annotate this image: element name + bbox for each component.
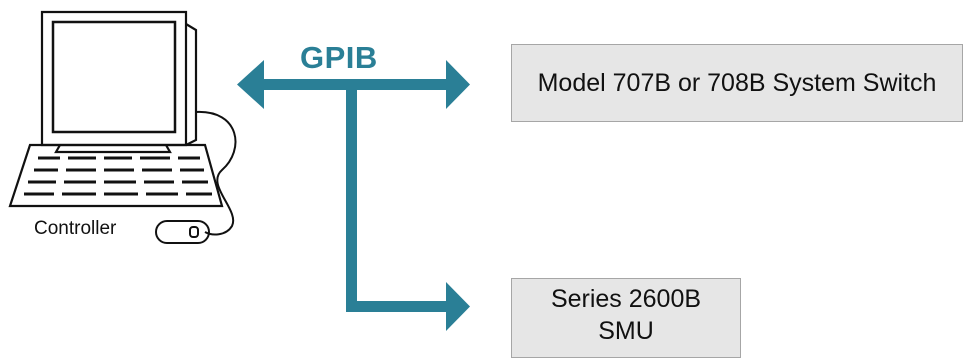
smu-label-line2: SMU <box>598 317 654 345</box>
monitor-base <box>54 144 172 154</box>
monitor-back <box>185 23 198 146</box>
bus-right-arrowhead <box>446 60 470 109</box>
system-switch-box: Model 707B or 708B System Switch <box>511 44 963 122</box>
mouse-body <box>155 220 210 244</box>
bus-branch-arrowhead <box>446 282 470 331</box>
system-switch-label: Model 707B or 708B System Switch <box>537 68 937 97</box>
mouse-button <box>189 226 199 238</box>
keyboard-icon <box>8 143 224 208</box>
bus-vertical-line <box>346 84 357 312</box>
computer-icon <box>40 10 198 154</box>
controller-label: Controller <box>34 218 117 239</box>
mouse-cable <box>195 110 237 236</box>
gpib-bus <box>237 60 470 331</box>
keyboard-keys <box>24 156 212 196</box>
bus-branch-line <box>346 301 446 312</box>
gpib-label: GPIB <box>300 40 378 75</box>
smu-box: Series 2600B SMU <box>511 278 741 358</box>
monitor-screen <box>51 20 177 134</box>
monitor-outer <box>40 10 188 147</box>
bus-left-arrowhead <box>237 60 264 109</box>
smu-label-line1: Series 2600B <box>550 285 702 313</box>
mouse-icon <box>155 110 237 244</box>
